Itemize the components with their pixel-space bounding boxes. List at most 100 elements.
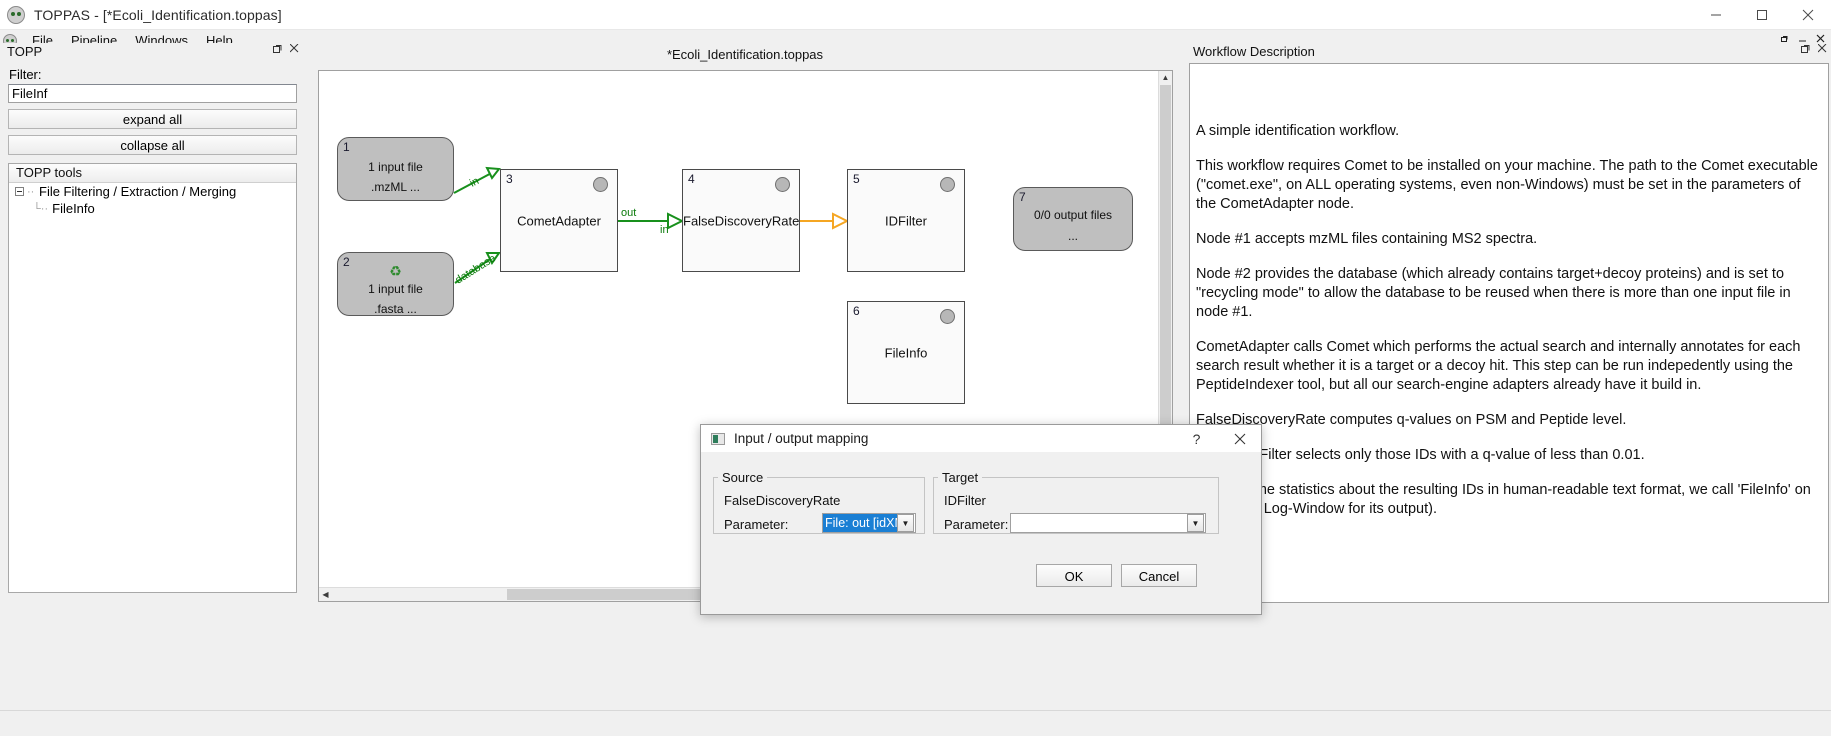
chevron-down-icon[interactable]: ▼ [897,514,914,532]
mdi-restore-icon[interactable] [1776,33,1792,48]
description-paragraph: To get some statistics about the resulti… [1196,482,1811,517]
node-number: 2 [343,255,350,269]
dialog-title-buttons: ? [1175,425,1261,452]
edge-label-in-4: in [660,224,669,236]
node-tool-name: FalseDiscoveryRate [683,213,800,228]
workflow-node-7[interactable]: 7 0/0 output files ... [1013,187,1133,251]
node-file-type: .mzML ... [371,180,420,194]
workflow-node-6[interactable]: 6 FileInfo [847,301,965,404]
source-group: Source FalseDiscoveryRate Parameter: Fil… [713,470,925,534]
close-icon[interactable] [1785,0,1831,30]
target-parameter-combobox[interactable]: ▼ [1010,513,1206,533]
workflow-node-5[interactable]: 5 IDFilter [847,169,965,272]
description-paragraph: Node #1 accepts mzML files containing MS… [1196,231,1538,247]
edge-label-out-3: out [621,207,636,219]
filter-input[interactable] [8,84,297,103]
mapping-icon [711,432,725,445]
expand-all-button[interactable]: expand all [8,109,297,129]
scroll-up-icon[interactable]: ▲ [1159,71,1172,84]
ok-button[interactable]: OK [1036,564,1112,587]
workflow-node-1[interactable]: 1 1 input file .mzML ... [337,137,454,201]
node-number: 6 [853,304,860,318]
mdi-close-icon[interactable] [1812,33,1828,48]
close-icon[interactable] [289,43,299,57]
dialog-title: Input / output mapping [734,431,869,446]
float-icon[interactable] [1801,44,1810,57]
input-output-mapping-dialog: Input / output mapping ? Source FalseDis… [700,424,1262,615]
scroll-left-icon[interactable]: ◀ [319,588,332,601]
topp-panel-title: TOPP [7,44,43,59]
node-output-count: 0/0 output files [1033,208,1113,222]
description-panel-header: Workflow Description [1186,43,1831,60]
source-parameter-combobox[interactable]: File: out [idXML] ▼ [822,513,916,533]
tree-elbow-icon: └·· [33,202,49,215]
node-status-indicator [775,177,790,192]
node-number: 7 [1019,190,1026,204]
target-group-legend: Target [942,470,979,485]
target-parameter-value [1011,514,1187,532]
source-group-legend: Source [722,470,764,485]
target-group: Target IDFilter Parameter: ▼ [933,470,1219,534]
dialog-body: Source FalseDiscoveryRate Parameter: Fil… [701,452,1261,614]
node-file-type: .fasta ... [374,302,417,316]
topp-panel-header-buttons [273,43,299,57]
node-tool-name: FileInfo [884,345,928,360]
node-number: 4 [688,172,695,186]
tree-item-fileinfo[interactable]: └·· FileInfo [9,200,296,217]
chevron-down-icon[interactable]: ▼ [1187,514,1204,532]
title-bar: TOPPAS - [*Ecoli_Identification.toppas] [0,0,1831,30]
toppas-app-icon [7,5,25,24]
node-input-count: 1 input file [368,282,423,296]
dialog-title-bar: Input / output mapping ? [701,425,1261,452]
collapse-all-button[interactable]: collapse all [8,135,297,155]
edge-label-database: database [453,252,498,286]
target-parameter-label: Parameter: [944,517,1009,532]
filter-label: Filter: [9,67,42,82]
description-panel-header-buttons [1801,43,1827,57]
source-node-name: FalseDiscoveryRate [724,493,841,508]
description-paragraph: A simple identification workflow. [1196,123,1400,139]
tree-connector-icon: ·· [27,185,35,198]
tree-group-file-filtering[interactable]: ·· File Filtering / Extraction / Merging [9,183,296,200]
description-panel-title: Workflow Description [1193,44,1315,59]
tree-group-label: File Filtering / Extraction / Merging [39,184,237,199]
topp-panel-header: TOPP [0,43,303,60]
edge-label-in-1: in [468,175,481,190]
collapse-toggle-icon[interactable] [15,187,24,196]
workflow-tab-title: *Ecoli_Identification.toppas [666,46,824,62]
description-paragraph: FalseDiscoveryRate computes q-values on … [1196,412,1627,428]
node-tool-name: IDFilter [885,213,927,228]
source-parameter-value: File: out [idXML] [823,514,897,532]
source-parameter-label: Parameter: [724,517,789,532]
topp-tools-column-header: TOPP tools [9,164,296,183]
node-status-indicator [940,309,955,324]
workflow-description-panel: Workflow Description A simple identifica… [1186,43,1831,605]
topp-tools-panel: TOPP Filter: expand all collapse all TOP… [0,43,303,605]
window-controls [1693,0,1831,30]
node-status-indicator [940,177,955,192]
topp-tools-tree: TOPP tools ·· File Filtering / Extractio… [8,163,297,593]
node-tool-name: CometAdapter [517,213,601,228]
vertical-scroll-thumb[interactable] [1160,85,1171,503]
workflow-edges: in database out in [453,166,850,287]
workflow-node-3[interactable]: 3 CometAdapter [500,169,618,272]
description-paragraph: Node #2 provides the database (which alr… [1196,266,1791,320]
window-title: TOPPAS - [*Ecoli_Identification.toppas] [34,6,282,23]
cancel-button[interactable]: Cancel [1121,564,1197,587]
help-button[interactable]: ? [1192,430,1201,447]
tree-item-label: FileInfo [52,201,95,216]
float-icon[interactable] [273,44,282,57]
mdi-minimize-icon[interactable] [1794,33,1810,48]
workflow-node-2[interactable]: 2 ♻ 1 input file .fasta ... [337,252,454,316]
recycle-icon: ♻ [389,263,402,279]
close-icon[interactable] [1817,43,1827,57]
node-input-count: 1 input file [368,160,423,174]
maximize-icon[interactable] [1739,0,1785,30]
node-output-ellipsis: ... [1067,229,1078,243]
workflow-node-4[interactable]: 4 FalseDiscoveryRate [682,169,800,272]
close-icon[interactable] [1218,425,1261,452]
minimize-icon[interactable] [1693,0,1739,30]
node-number: 3 [506,172,513,186]
node-number: 5 [853,172,860,186]
workflow-description-text[interactable]: A simple identification workflow. This w… [1189,63,1829,603]
